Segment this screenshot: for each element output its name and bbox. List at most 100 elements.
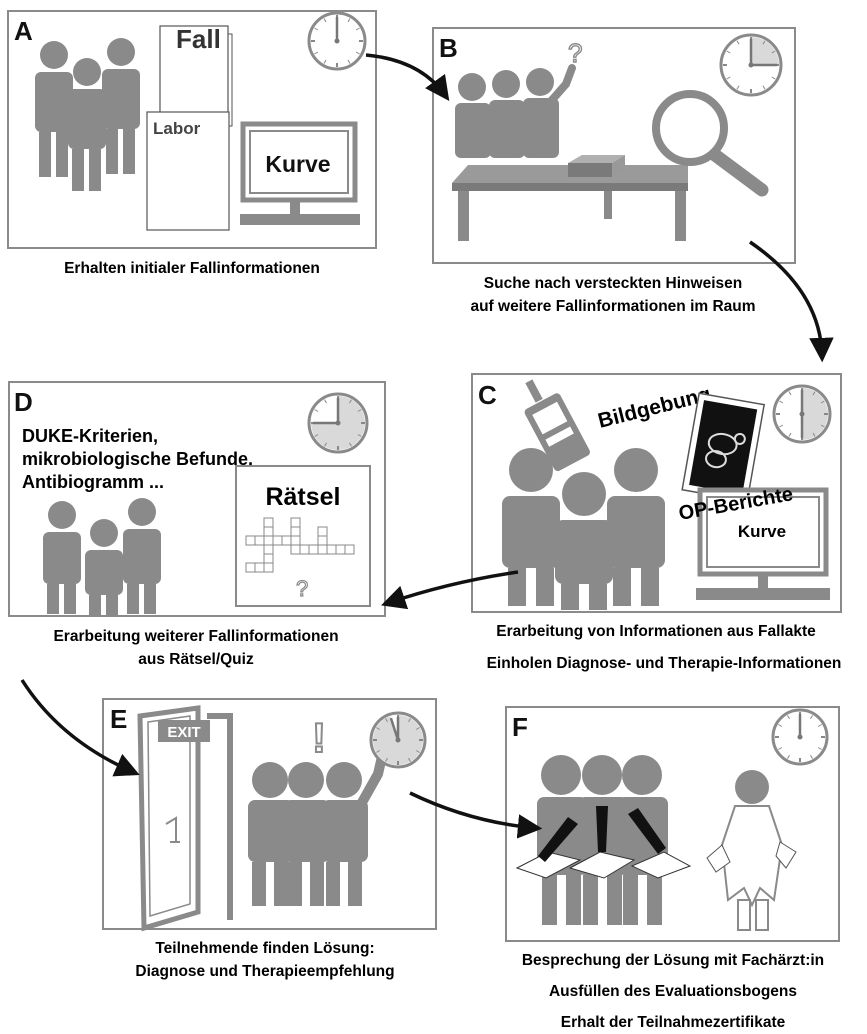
clock-icon <box>772 384 832 444</box>
clock-tick <box>778 724 783 727</box>
monitor-chart: Kurve <box>696 487 830 600</box>
panel-e-caption-line-2: Diagnose und Therapieempfehlung <box>135 963 394 980</box>
clock-tick <box>788 432 792 437</box>
clock-tick <box>355 51 360 55</box>
panel-a-caption-line-1: Erhalten initialer Fallinformationen <box>64 260 320 277</box>
panel-c-caption-line-1: Erarbeitung von Informationen aus Fallak… <box>496 623 816 640</box>
clock-tick <box>314 51 319 55</box>
panel-b-caption-line-2: auf weitere Fallinformationen im Raum <box>470 298 755 315</box>
clock-tick <box>817 747 822 750</box>
table <box>452 155 688 241</box>
panel-c-caption-line-2: Einholen Diagnose- und Therapie-Informat… <box>487 655 842 672</box>
clock-tick <box>726 76 731 80</box>
clock-tick <box>817 724 822 727</box>
clock-tick <box>357 409 362 412</box>
panel-b-caption-line-1: Suche nach versteckten Hinweisen <box>484 275 742 292</box>
arrow-d-to-e <box>20 679 140 777</box>
clock-hand-current <box>389 717 400 741</box>
clock-tick <box>762 85 766 90</box>
clock-tick <box>726 50 731 54</box>
clock-tick <box>349 399 352 404</box>
clock-tick <box>812 432 816 437</box>
monitor-chart: Kurve <box>240 121 360 225</box>
chart-monitor-label: Kurve <box>265 151 330 177</box>
clock-icon <box>307 11 367 71</box>
participants-group <box>43 498 161 615</box>
clock-tick <box>357 434 362 437</box>
panel-d-label: D <box>14 387 33 417</box>
panel-d-caption-line-1: Erarbeitung weiterer Fallinformationen <box>53 628 338 645</box>
clock-center <box>748 62 754 68</box>
panel-c: C Bildgebung Kurve OP-Berichte <box>471 373 842 613</box>
clock-tick <box>820 424 825 428</box>
panel-e: E EXIT ! <box>102 698 437 932</box>
panel-d-caption-line-2: aus Rätsel/Quiz <box>138 651 254 668</box>
clock-tick <box>820 400 825 404</box>
clock-center <box>395 737 401 743</box>
lab-document-label: Labor <box>153 119 201 138</box>
clock-icon <box>369 711 427 769</box>
panel-e-caption-line-1: Teilnehmende finden Lösung: <box>155 940 374 957</box>
clock-tick <box>324 442 327 447</box>
participants-group <box>35 38 140 191</box>
clock-tick <box>415 727 420 730</box>
panel-b: B ? <box>432 27 796 264</box>
participants-group <box>502 448 665 610</box>
chart-monitor-label: Kurve <box>738 522 786 541</box>
panel-a-label: A <box>14 16 33 46</box>
clock-tick <box>314 27 319 31</box>
clock-tick <box>323 18 327 23</box>
clock-icon <box>719 33 783 97</box>
clock-tick <box>787 754 790 759</box>
clock-tick <box>736 40 740 45</box>
panel-d-text-line-3: Antibiogramm ... <box>22 472 164 492</box>
question-mark-icon: ? <box>296 576 308 601</box>
arrow-b-to-c <box>749 240 834 363</box>
clock-tick <box>347 59 351 64</box>
panel-f-label: F <box>512 712 528 742</box>
magnifying-glass-icon <box>652 90 769 197</box>
clock-icon <box>307 392 369 454</box>
clock-tick <box>787 715 790 720</box>
panel-d-text-line-1: DUKE-Kriterien, <box>22 426 158 446</box>
puzzle-title: Rätsel <box>265 483 340 511</box>
clock-center <box>335 420 341 426</box>
clock-tick <box>349 442 352 447</box>
evaluation-forms <box>515 851 692 879</box>
panel-f-caption-line-2: Ausfüllen des Evaluationsbogens <box>549 983 797 1000</box>
clock-tick <box>314 434 319 437</box>
clock-tick <box>771 76 776 80</box>
arrow-c-to-d <box>381 570 519 610</box>
exclamation-icon: ! <box>312 714 326 761</box>
panel-f-caption-line-3: Erhalt der Teilnahmezertifikate <box>561 1014 786 1031</box>
clock-tick <box>385 718 388 723</box>
arrow-a-to-b <box>365 53 450 101</box>
participants-searching <box>455 64 576 158</box>
clock-tick <box>415 750 420 753</box>
case-document-label: Fall <box>176 24 221 54</box>
clock-tick <box>779 400 784 404</box>
clock-tick <box>385 757 388 762</box>
clock-tick <box>810 754 813 759</box>
panel-c-label: C <box>478 380 497 410</box>
crossword-grid <box>245 517 355 573</box>
clock-tick <box>779 424 784 428</box>
clock-elapsed-sector <box>751 37 779 65</box>
clock-tick <box>810 715 813 720</box>
clock-tick <box>314 409 319 412</box>
panel-d: D DUKE-Kriterien, mikrobiologische Befun… <box>8 381 386 617</box>
clock-center <box>797 734 803 740</box>
panel-e-label: E <box>110 704 127 734</box>
clock-center <box>799 411 805 417</box>
clock-tick <box>347 18 351 23</box>
participants-group <box>248 740 393 906</box>
panel-a: A Fall Labor Kurve <box>7 10 377 249</box>
question-mark-icon: ? <box>568 38 582 68</box>
clock-tick <box>771 50 776 54</box>
clock-tick <box>812 391 816 396</box>
clock-tick <box>324 399 327 404</box>
clock-tick <box>408 718 411 723</box>
clock-tick <box>376 727 381 730</box>
exit-sign-label: EXIT <box>167 724 200 741</box>
